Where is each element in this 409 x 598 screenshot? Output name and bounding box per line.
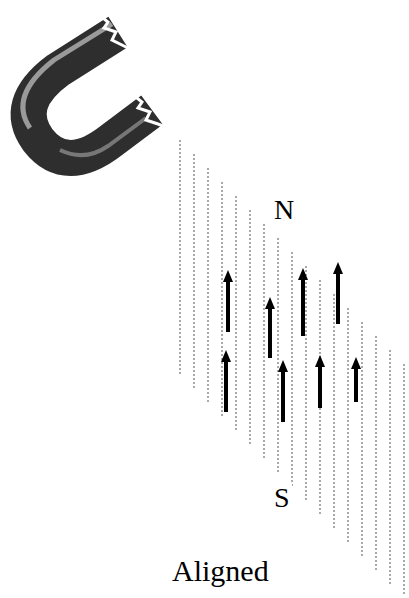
- horseshoe-magnet: [23, 14, 168, 158]
- dipole-arrow: [315, 355, 325, 408]
- field-line: [306, 266, 307, 501]
- dipole-arrow: [223, 270, 233, 332]
- field-lines: [180, 140, 404, 596]
- dipole-arrow: [333, 262, 343, 324]
- dipole-arrow: [221, 350, 231, 412]
- field-line: [222, 182, 223, 417]
- field-line: [292, 252, 293, 487]
- field-line: [362, 322, 363, 557]
- dipole-arrow: [265, 297, 275, 358]
- caption: Aligned: [170, 556, 271, 586]
- field-line: [264, 224, 265, 459]
- field-line: [348, 308, 349, 543]
- field-line: [180, 140, 181, 375]
- field-line: [404, 364, 405, 596]
- field-line: [278, 238, 279, 473]
- dipole-arrow: [298, 268, 308, 336]
- field-line: [208, 168, 209, 403]
- field-line: [236, 196, 237, 431]
- field-line: [320, 280, 321, 515]
- dipole-arrow: [351, 357, 361, 402]
- dipole-arrow: [278, 360, 288, 422]
- field-line: [194, 154, 195, 389]
- field-line: [376, 336, 377, 571]
- field-line: [334, 294, 335, 529]
- field-line: [390, 350, 391, 585]
- field-line: [250, 210, 251, 445]
- pole-label: S: [272, 484, 292, 512]
- dipole-arrows: [221, 262, 361, 422]
- pole-label: N: [272, 196, 296, 224]
